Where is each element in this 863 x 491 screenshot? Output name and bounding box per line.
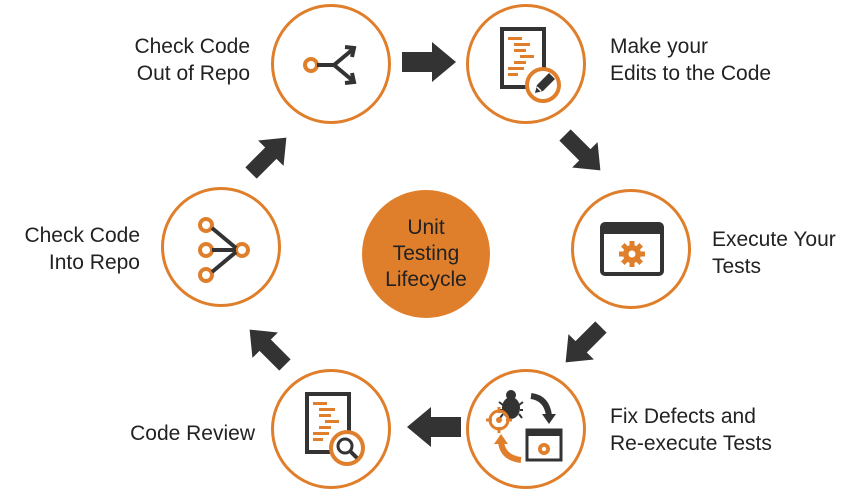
arrow-fix-to-review bbox=[407, 407, 461, 447]
step-execute-label: Execute Your Tests bbox=[712, 228, 836, 278]
center-title: Unit Testing Lifecycle bbox=[385, 216, 467, 291]
step-checkin-label: Check Code Into Repo bbox=[24, 224, 140, 274]
step-checkin-node bbox=[161, 187, 281, 307]
arrow-edit-to-execute bbox=[559, 129, 601, 171]
code-review-icon bbox=[305, 392, 365, 466]
step-review-label: Code Review bbox=[130, 422, 255, 445]
arrow-execute-to-fix bbox=[565, 321, 607, 363]
step-checkout-label: Check Code Out of Repo bbox=[134, 35, 250, 85]
arrow-checkin-to-checkout bbox=[245, 137, 287, 179]
step-edit-node bbox=[466, 4, 586, 124]
step-execute-node bbox=[571, 189, 691, 309]
step-review-node bbox=[271, 369, 391, 489]
step-edit-label: Make your Edits to the Code bbox=[610, 35, 772, 85]
center-hub: Unit Testing Lifecycle bbox=[362, 190, 490, 318]
fix-defects-icon bbox=[486, 390, 563, 463]
step-fix-label: Fix Defects and Re-execute Tests bbox=[610, 405, 772, 455]
arrow-review-to-checkin bbox=[249, 329, 291, 371]
merge-icon bbox=[198, 217, 250, 283]
step-checkout-node bbox=[271, 4, 391, 124]
step-fix-node bbox=[466, 369, 586, 489]
run-tests-icon bbox=[600, 222, 664, 276]
edit-code-icon bbox=[500, 27, 561, 103]
branch-icon bbox=[303, 45, 357, 85]
arrow-checkout-to-edit bbox=[402, 42, 456, 82]
